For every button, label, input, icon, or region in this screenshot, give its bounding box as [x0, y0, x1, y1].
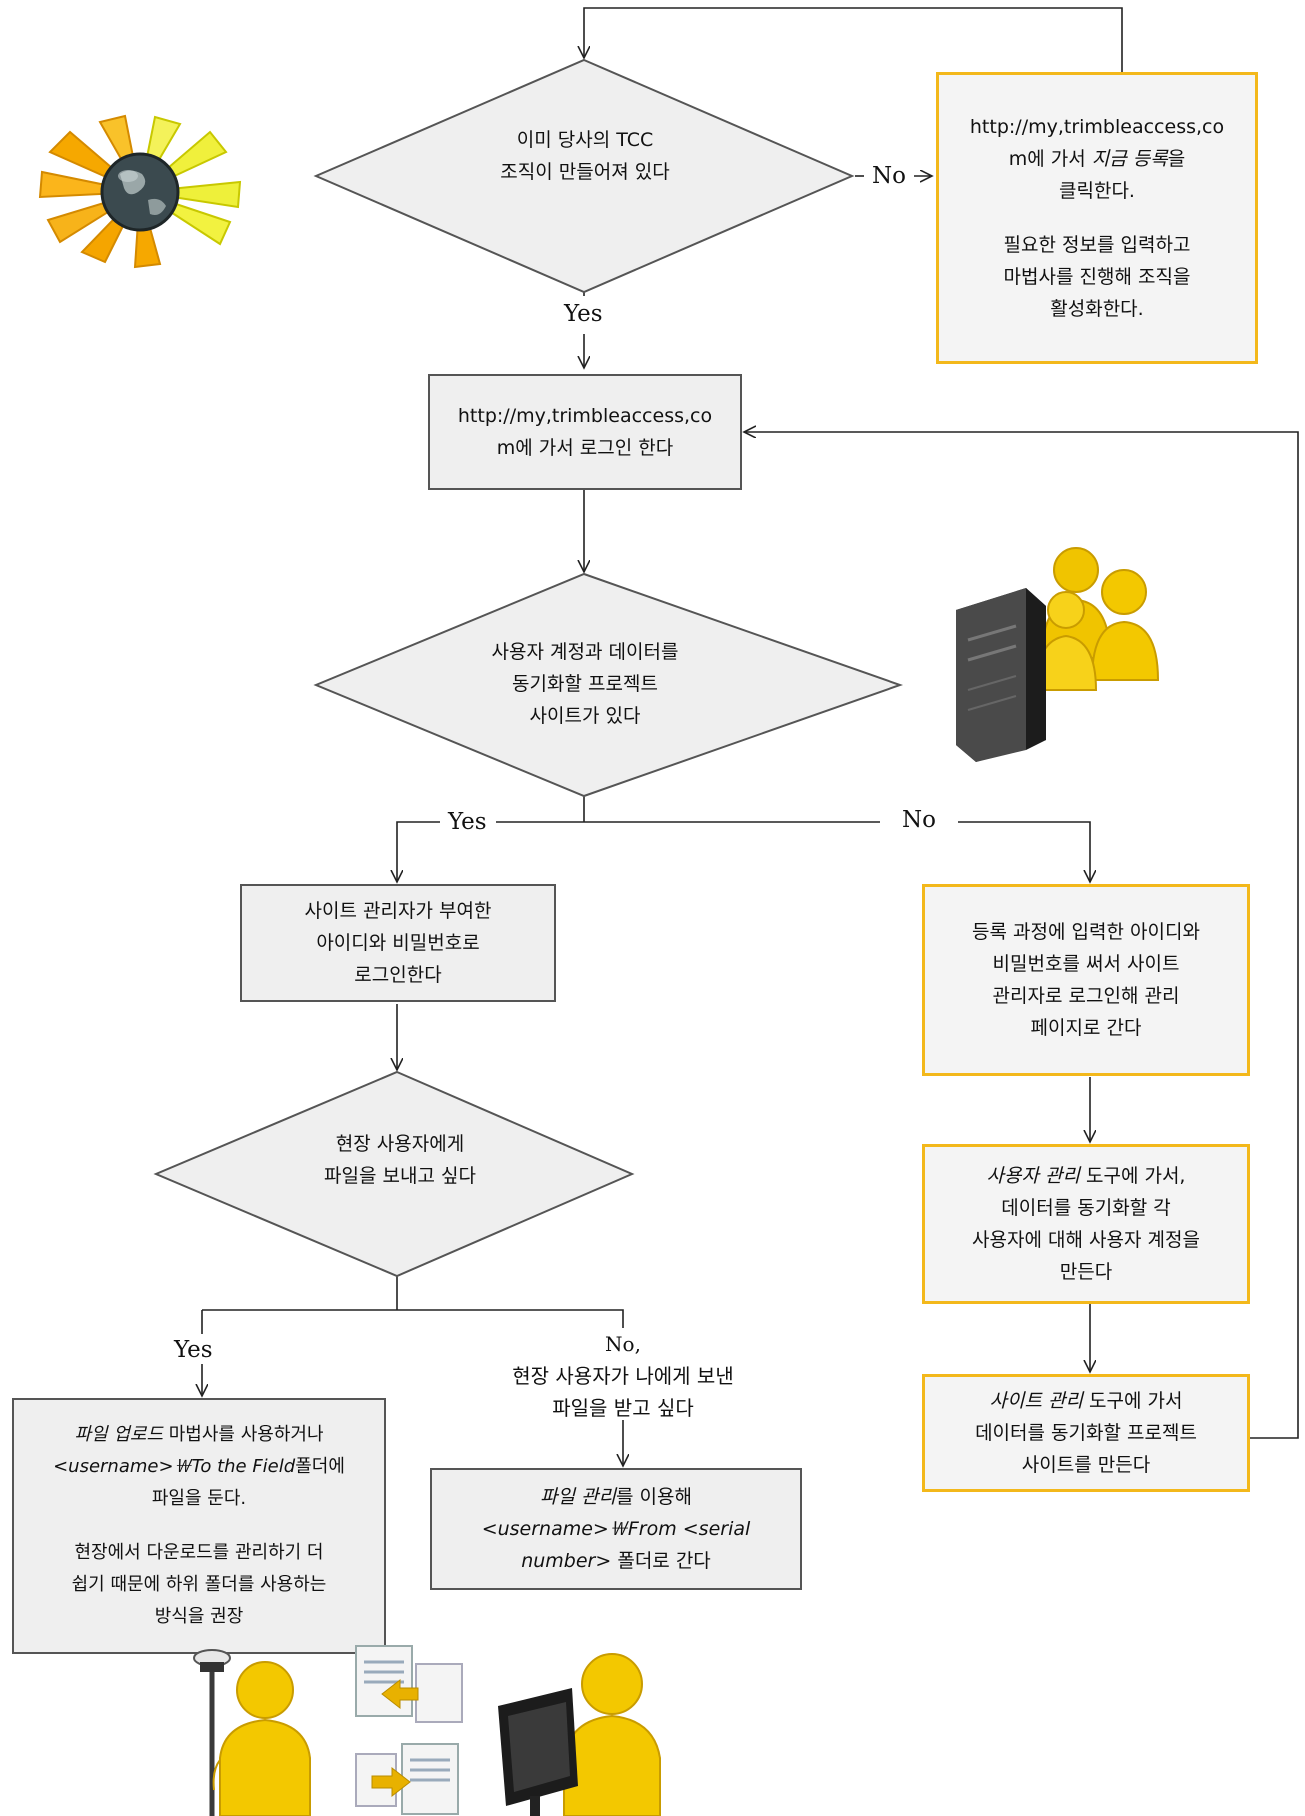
site-admin-login-box: 사이트 관리자가 부여한 아이디와 비밀번호로 로그인한다	[240, 884, 556, 1002]
upload-box: 파일 업로드 마법사를 사용하거나 <username>￦To the Fiel…	[12, 1398, 386, 1654]
loop-line-sitemgmt	[744, 432, 1299, 1439]
file-transfer-icon	[355, 1645, 463, 1815]
label-d1-yes: Yes	[556, 300, 611, 328]
decision-diamond-1	[313, 58, 855, 294]
site-management-box: 사이트 관리 도구에 가서 데이터를 동기화할 프로젝트 사이트를 만든다	[922, 1374, 1250, 1492]
file-management-box: 파일 관리를 이용해 <username>￦From <serial numbe…	[430, 1468, 802, 1590]
field-user-icon	[193, 1649, 311, 1816]
register-login-box: 등록 과정에 입력한 아이디와 비밀번호를 써서 사이트 관리자로 로그인해 관…	[922, 884, 1250, 1076]
line-d2-yes-left	[397, 821, 442, 882]
label-d3-no: No, 현장 사용자가 나에게 보낸 파일을 받고 싶다	[512, 1332, 734, 1420]
globe-arrows-icon	[38, 114, 242, 269]
login-box: http://my,trimbleaccess,co m에 가서 로그인 한다	[428, 374, 742, 490]
label-d2-yes: Yes	[440, 808, 495, 836]
label-d1-no: No	[864, 162, 914, 190]
register-box: http://my,trimbleaccess,co m에 가서 지금 등록을 …	[936, 72, 1258, 364]
line-d2-no-right	[958, 821, 1090, 882]
label-d2-no: No	[894, 806, 944, 834]
decision-diamond-3	[153, 1070, 635, 1278]
line-d3-bar	[202, 1309, 624, 1328]
user-management-box: 사용자 관리 도구에 가서, 데이터를 동기화할 각 사용자에 대해 사용자 계…	[922, 1144, 1250, 1304]
office-user-icon	[498, 1653, 661, 1816]
label-d3-yes: Yes	[166, 1336, 221, 1364]
server-users-icon	[956, 547, 1160, 762]
decision-diamond-2	[313, 572, 904, 798]
